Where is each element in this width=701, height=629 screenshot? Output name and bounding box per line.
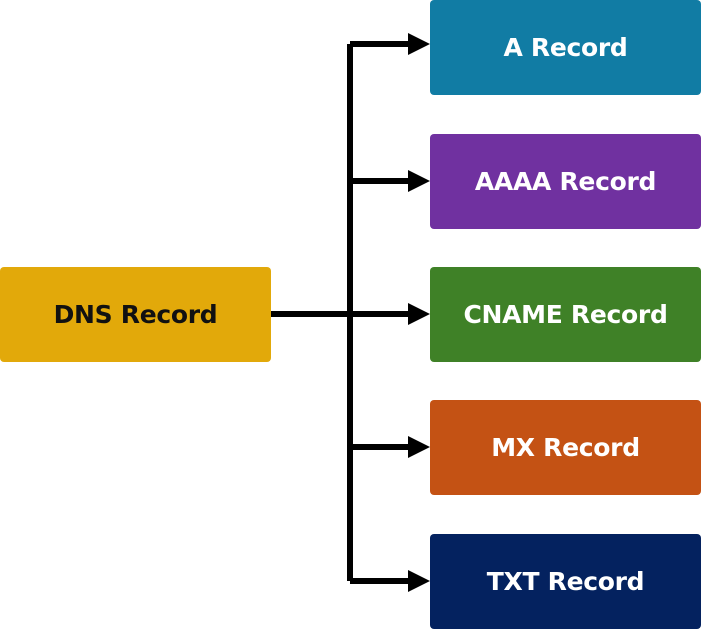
arrowhead-icon xyxy=(408,436,430,458)
aaaa-record-label: AAAA Record xyxy=(474,167,657,196)
arrowhead-icon xyxy=(408,303,430,325)
dns-record-node: DNS Record xyxy=(0,267,271,362)
dns-record-label: DNS Record xyxy=(53,300,218,329)
arrowhead-icon xyxy=(408,170,430,192)
arrowhead-icon xyxy=(408,570,430,592)
a-record-node: A Record xyxy=(430,0,701,95)
mx-record-node: MX Record xyxy=(430,400,701,495)
txt-record-node: TXT Record xyxy=(430,534,701,629)
arrowhead-icon xyxy=(408,33,430,55)
cname-record-node: CNAME Record xyxy=(430,267,701,362)
aaaa-record-node: AAAA Record xyxy=(430,134,701,229)
cname-record-label: CNAME Record xyxy=(463,300,668,329)
mx-record-label: MX Record xyxy=(491,433,640,462)
a-record-label: A Record xyxy=(503,33,628,62)
txt-record-label: TXT Record xyxy=(486,567,645,596)
